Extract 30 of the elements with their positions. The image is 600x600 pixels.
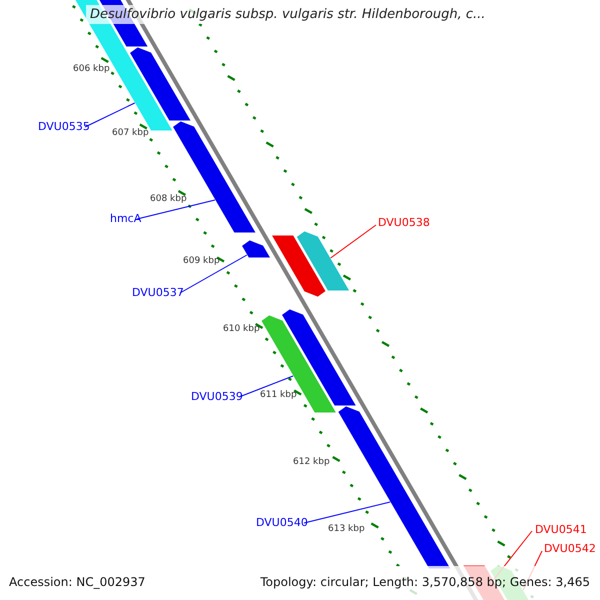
scale-label: 611 kbp [260,390,297,400]
gene-label: hmcA [110,212,142,225]
gene-bar [262,315,336,412]
scale-label: 608 kbp [150,194,187,204]
scale-label: 606 kbp [73,64,110,74]
gene-label: DVU0542 [544,542,596,555]
gene-label: DVU0537 [132,286,184,299]
scale-label: 613 kbp [328,524,365,534]
gene-label: DVU0535 [38,120,90,133]
gene-label: DVU0540 [256,516,308,529]
scale-label: 610 kbp [223,324,260,334]
leader-line [136,200,216,220]
gene-label: DVU0541 [535,523,587,536]
gene-label: DVU0538 [378,216,430,229]
gene-bar [130,47,190,120]
leader-line [492,530,532,580]
genome-info-text: Topology: circular; Length: 3,570,858 bp; Genes: 3,465 [260,575,590,589]
leader-line [180,254,248,294]
accession-text: Accession: NC_002937 [9,575,146,589]
leader-line [522,550,542,590]
scale-label: 609 kbp [183,256,220,266]
scale-label: 607 kbp [112,128,149,138]
gene-bar [282,309,356,406]
scale-label: 612 kbp [293,457,330,467]
leader-line [330,224,376,258]
gene-bar [296,231,350,290]
gene-bar [272,236,326,297]
gene-label: DVU0539 [191,390,243,403]
gene-bar [242,240,270,258]
leader-line [304,502,391,524]
